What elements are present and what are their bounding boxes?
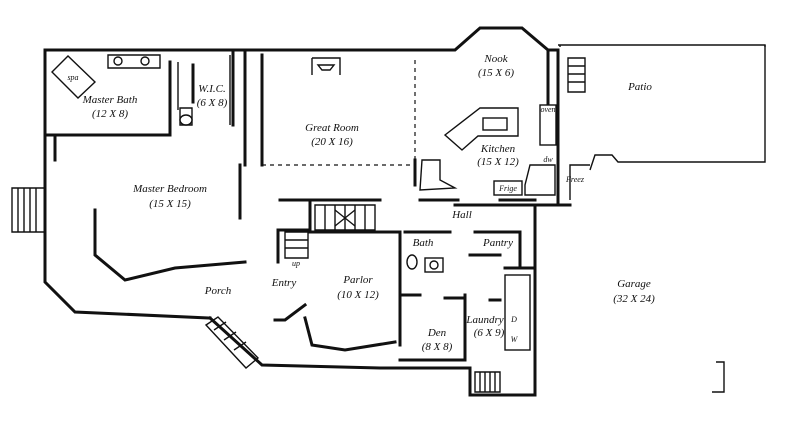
toilet-bowl-icon — [179, 114, 193, 126]
parlor-size: (10 X 12) — [337, 289, 379, 301]
fixture-labels: spa Frige Freez dw oven up D W — [67, 73, 584, 344]
master-bedroom-size: (15 X 15) — [149, 198, 191, 210]
master-bedroom-name: Master Bedroom — [132, 183, 207, 195]
patio-name: Patio — [627, 81, 652, 93]
kitchen-counter-right — [524, 164, 556, 196]
nook-size: (15 X 6) — [478, 67, 514, 79]
master-bath-name: Master Bath — [82, 94, 138, 106]
spa-tub — [51, 55, 97, 99]
frige — [493, 180, 523, 196]
den-name: Den — [427, 327, 447, 339]
fireplace-icon — [311, 57, 341, 75]
porch-steps — [204, 316, 260, 369]
garage-name: Garage — [617, 278, 651, 290]
sink-1-icon — [113, 56, 123, 66]
oven-icon — [539, 104, 557, 146]
kitchen-counter — [419, 159, 458, 191]
parlor-name: Parlor — [342, 274, 373, 286]
fixtures — [11, 54, 586, 393]
room-labels: Master Bath (12 X 8) W.I.C. (6 X 8) Grea… — [82, 53, 655, 353]
master-bath-size: (12 X 8) — [92, 108, 128, 120]
dw-label: dw — [543, 155, 553, 164]
up-label: up — [292, 259, 300, 268]
bath-sink-bowl-icon — [429, 260, 439, 270]
great-room-size: (20 X 16) — [311, 136, 353, 148]
kitchen-size: (15 X 12) — [477, 156, 519, 168]
patio-outline — [558, 44, 766, 171]
wic-size: (6 X 8) — [197, 97, 228, 109]
bath-toilet-icon — [406, 254, 418, 270]
frige-label: Frige — [498, 184, 517, 193]
laundry-size: (6 X 9) — [474, 327, 505, 339]
oven-label: oven — [540, 105, 555, 114]
nook-name: Nook — [483, 53, 508, 65]
den-size: (8 X 8) — [422, 341, 453, 353]
great-room-name: Great Room — [305, 122, 359, 134]
entry-name: Entry — [271, 277, 297, 289]
hall-name: Hall — [451, 209, 472, 221]
interior-walls — [43, 48, 537, 362]
spa-label: spa — [67, 73, 78, 82]
sink-2-icon — [140, 56, 150, 66]
exterior-walls — [43, 26, 560, 397]
cooktop-icon — [482, 117, 508, 131]
patio-stairs — [567, 57, 586, 93]
kitchen-name: Kitchen — [480, 143, 516, 155]
garage-outline — [533, 164, 725, 393]
wic-name: W.I.C. — [198, 83, 225, 95]
washer-label: W — [511, 335, 519, 344]
laundry-name: Laundry — [465, 314, 503, 326]
bath-name: Bath — [413, 237, 434, 249]
dryer-label: D — [510, 315, 517, 324]
laundry-machines — [504, 274, 531, 351]
garage-size: (32 X 24) — [613, 293, 655, 305]
freez-label: Freez — [565, 175, 585, 184]
pantry-name: Pantry — [482, 237, 513, 249]
exterior-stairs-left — [11, 187, 46, 233]
porch-name: Porch — [204, 285, 232, 297]
